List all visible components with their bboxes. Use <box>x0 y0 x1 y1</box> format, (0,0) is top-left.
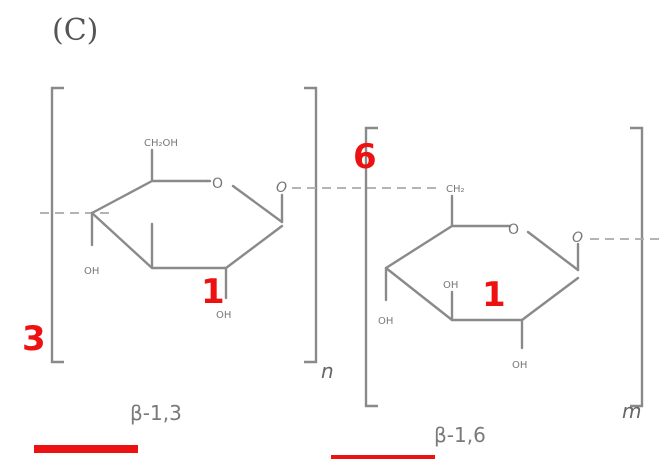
bracket-left-m <box>364 126 378 408</box>
glucose-unit-n: CH₂OH O O OH OH n β-1,3 <box>40 86 334 425</box>
ring-oxygen-n: O <box>212 176 223 192</box>
hydroxyl-middle-m: OH <box>443 280 458 291</box>
annotation-carbon-6: 6 <box>353 137 377 177</box>
linkage-label-n: β-1,3 <box>130 401 182 425</box>
ring-bonds-m <box>384 224 580 322</box>
hydroxyl-bottom-m: OH <box>512 360 527 371</box>
annotation-carbon-1-n: 1 <box>201 272 225 312</box>
ring-bonds-n <box>90 179 284 270</box>
ring-o-bond-right-m <box>526 230 580 272</box>
ring-o-bond-right-n <box>231 184 284 224</box>
ch2oh-label-n: CH₂OH <box>144 138 178 149</box>
hydroxyl-left-n: OH <box>84 266 99 277</box>
ch2-label-m: CH₂ <box>446 184 465 195</box>
glucose-unit-m: CH₂ O O OH OH OH m β-1,6 <box>364 126 659 447</box>
red-underline-left <box>34 445 138 453</box>
hydroxyl-left-m: OH <box>378 316 393 327</box>
panel-label: (C) <box>52 13 98 48</box>
repeat-subscript-n: n <box>321 359 334 383</box>
red-underline-right <box>331 455 435 459</box>
bracket-right-n <box>304 86 318 364</box>
bracket-right-m <box>630 126 644 408</box>
repeat-subscript-m: m <box>622 399 641 423</box>
annotation-carbon-1-m: 1 <box>482 275 506 315</box>
glycosidic-oxygen-n: O <box>276 180 287 196</box>
hydroxyl-bottom-n: OH <box>216 310 231 321</box>
linkage-label-m: β-1,6 <box>434 423 486 447</box>
glycosidic-oxygen-m: O <box>572 230 583 246</box>
bracket-left-n <box>50 86 64 364</box>
ring-oxygen-m: O <box>508 222 519 238</box>
annotation-carbon-3: 3 <box>22 319 46 359</box>
